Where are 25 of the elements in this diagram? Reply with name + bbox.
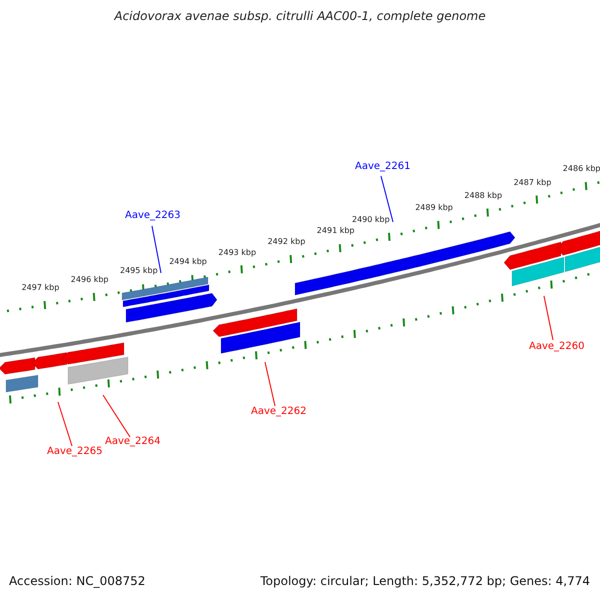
gene-label: Aave_2265: [47, 446, 102, 457]
leader-line: [152, 226, 162, 274]
scale-label: 2490 kbp: [352, 215, 390, 224]
accession-label: Accession: NC_008752: [9, 574, 146, 588]
gene-label: Aave_2261: [355, 161, 410, 172]
leader-line: [380, 176, 394, 222]
gene-label: Aave_2264: [105, 436, 160, 447]
scale-label: 2495 kbp: [120, 266, 158, 276]
scale-label: 2488 kbp: [464, 190, 502, 200]
scale-label: 2486 kbp: [562, 164, 600, 174]
scale-label: 2496 kbp: [70, 275, 108, 284]
scale-label: 2491 kbp: [316, 226, 354, 236]
genome-summary: Topology: circular; Length: 5,352,772 bp; Genes: 4,774: [260, 574, 590, 588]
scale-label: 2492 kbp: [268, 237, 306, 246]
scale-label: 2487 kbp: [514, 178, 552, 187]
map-title: Acidovorax avenae subsp. citrulli AAC00-1, complete genome: [112, 9, 487, 23]
leader-line: [544, 296, 554, 340]
scale-label: 2497 kbp: [22, 283, 60, 292]
scale-label: 2493 kbp: [218, 248, 256, 257]
leader-line: [102, 394, 130, 438]
leader-line: [58, 402, 72, 446]
leader-line: [264, 362, 276, 406]
scale-label: 2494 kbp: [169, 257, 207, 266]
scale-label: 2489 kbp: [415, 203, 453, 212]
gene-label: Aave_2262: [251, 406, 306, 417]
